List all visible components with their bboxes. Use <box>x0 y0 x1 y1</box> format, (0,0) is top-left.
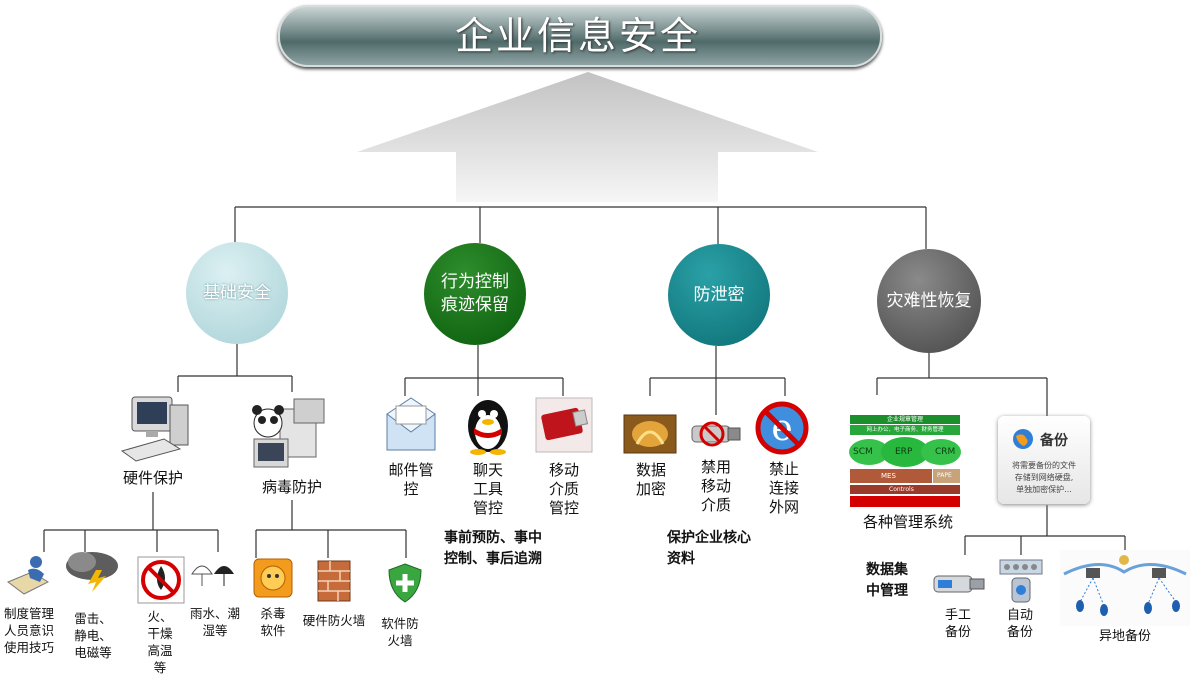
page-title: 企业信息安全 <box>454 14 701 58</box>
shield-plus-icon <box>386 562 424 604</box>
av-item-antivirus: 杀毒 软件 <box>260 606 286 638</box>
behavior-item-email: 邮件管 控 <box>388 461 434 498</box>
mgmt-text-rules: 企业规章管理 <box>886 416 923 423</box>
network-backup-diagram <box>1060 550 1190 626</box>
node-behavior-control: 行为控制 痕迹保留 <box>424 243 526 345</box>
mgmt-text-crm: CRM <box>935 447 956 457</box>
mgmt-text-office: 网上办公、电子商务、财务管理 <box>866 427 944 433</box>
central-management-label: 数据集 中管理 <box>866 562 908 599</box>
node-leak-prevention: 防泄密 <box>668 244 770 346</box>
backup-item-manual: 手工 备份 <box>944 608 971 640</box>
backup-item-offsite: 异地备份 <box>1098 629 1151 644</box>
node-basic-security: 基础安全 <box>186 242 288 344</box>
computer-icon <box>120 393 192 463</box>
behavior-item-chat: 聊天 工具 管控 <box>472 461 503 517</box>
av-item-software-firewall: 软件防 火墙 <box>381 616 419 648</box>
leak-item-no-internet: 禁止 连接 外网 <box>768 460 799 516</box>
globe-icon <box>1012 428 1034 450</box>
title-banner <box>278 5 882 67</box>
no-fire-icon <box>137 556 185 604</box>
leak-item-encrypt: 数据 加密 <box>635 461 666 498</box>
mgmt-text-erp: ERP <box>895 447 913 457</box>
thunderstorm-icon <box>64 548 122 592</box>
mgmt-text-scm: SCM <box>853 447 873 457</box>
umbrella-icon <box>190 556 238 590</box>
usb-drive-icon <box>535 397 593 453</box>
mgmt-text-mes: MES <box>881 472 896 480</box>
usb-stick-icon <box>932 570 988 596</box>
leak-note: 保护企业核心 资料 <box>667 530 751 567</box>
backup-card: 备份 将需要备份的文件 存储到网络硬盘, 单独加密保护... <box>998 416 1090 504</box>
mgmt-systems-label: 各种管理系统 <box>862 513 953 531</box>
av-item-hardware-firewall: 硬件防火墙 <box>302 613 366 628</box>
behavior-note: 事前预防、事中 控制、事后追溯 <box>444 530 542 567</box>
backup-item-auto: 自动 备份 <box>1006 608 1033 640</box>
hardware-protection-label: 硬件保护 <box>122 469 183 487</box>
management-systems-graphic: 企业规章管理 网上办公、电子商务、财务管理 SCM ERP CRM MES PA… <box>849 414 961 508</box>
virus-protection-label: 病毒防护 <box>261 478 322 496</box>
firewall-icon <box>316 559 352 603</box>
ie-banned-icon: e <box>754 392 810 456</box>
node-disaster-recovery: 灾难性恢复 <box>877 249 981 353</box>
person-laptop-icon <box>6 552 50 596</box>
envelope-icon <box>384 396 438 454</box>
hw-item-rain: 雨水、潮 湿等 <box>189 606 240 638</box>
backup-title: 备份 <box>1040 433 1068 449</box>
lion-antivirus-icon <box>253 558 293 598</box>
hw-item-lightning: 雷击、 静电、 电磁等 <box>74 611 112 660</box>
up-arrow <box>357 72 818 202</box>
usb-banned-icon <box>688 416 744 452</box>
mgmt-text-pape: PAPE <box>937 472 952 479</box>
leak-item-no-usb: 禁用 移动 介质 <box>700 458 731 514</box>
panda-antivirus-icon <box>250 393 330 471</box>
server-backup-icon <box>998 556 1044 604</box>
behavior-item-media: 移动 介质 管控 <box>548 461 579 517</box>
backup-description: 将需要备份的文件 存储到网络硬盘, 单独加密保护... <box>1012 461 1076 494</box>
penguin-icon <box>460 396 516 456</box>
hw-item-policy: 制度管理 人员意识 使用技巧 <box>3 606 54 655</box>
encryption-icon <box>623 414 677 454</box>
mgmt-text-controls: Controls <box>889 486 914 493</box>
hw-item-fire: 火、 干燥 高温 等 <box>147 609 173 675</box>
